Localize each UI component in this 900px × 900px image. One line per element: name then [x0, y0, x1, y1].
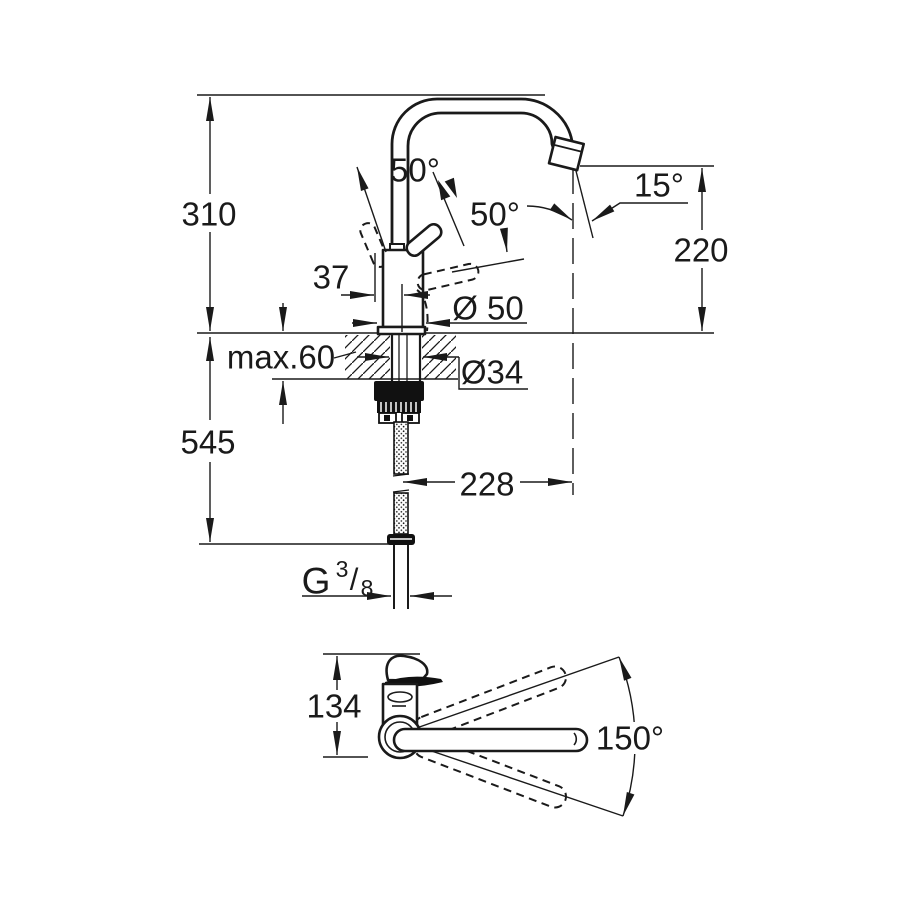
dimension-dia34: Ø34 [357, 353, 528, 391]
angle-15-label: 15° [634, 167, 684, 204]
mounting-nut [374, 381, 424, 424]
angle-50-right: 50° [451, 196, 573, 273]
dimension-max60: max.60 [227, 303, 357, 424]
lever-knob-top [385, 654, 429, 683]
stream-angled-line [574, 166, 594, 239]
handle-position-down-dashed [416, 262, 480, 292]
dimension-37: 37 [313, 253, 430, 332]
faucet-top-body [377, 654, 589, 760]
angle-150: 150° [596, 720, 664, 757]
mounting-shank [390, 334, 422, 381]
side-view: 310 545 220 37 Ø 50 max.60 [180, 94, 729, 609]
dim-max60-label: max.60 [227, 339, 335, 376]
angle-15: 15° [591, 167, 688, 222]
spout-outlet [547, 135, 585, 172]
dimension-545: 545 [180, 337, 236, 542]
thread-g-label: G [302, 561, 331, 602]
dimension-134: 134 [306, 653, 420, 758]
dim-545-label: 545 [180, 424, 235, 461]
dimension-228: 228 [403, 466, 572, 503]
dimension-thread-g38: G 3 / 8 [302, 556, 452, 602]
dim-220-label: 220 [673, 232, 728, 269]
angle-50-left-label: 50° [390, 152, 440, 189]
dim-37-label: 37 [313, 259, 350, 296]
dim-134-label: 134 [306, 688, 361, 725]
handle-lever-solid [405, 222, 443, 258]
angle-50-right-label: 50° [470, 196, 520, 233]
angle-150-label: 150° [596, 720, 664, 757]
thread-denominator: 8 [361, 575, 374, 601]
spout-inner-edge [406, 111, 555, 255]
dimension-220: 220 [673, 168, 729, 331]
dimension-dia50: Ø 50 [352, 290, 527, 327]
thread-numerator: 3 [336, 556, 349, 582]
thread-slash: / [350, 562, 359, 597]
top-view: 134 150° [306, 653, 664, 817]
dim-310-label: 310 [181, 196, 236, 233]
spout-top-view [392, 727, 589, 753]
dim-dia50-label: Ø 50 [452, 290, 524, 327]
supply-hose [387, 421, 415, 609]
spout-outer-edge [390, 97, 577, 255]
dim-228-label: 228 [459, 466, 514, 503]
dimension-310: 310 [181, 97, 237, 331]
body-cylinder [381, 248, 425, 329]
angle-50-left: 50° [356, 152, 465, 253]
dim-dia34-label: Ø34 [461, 354, 523, 391]
spout [390, 97, 585, 255]
